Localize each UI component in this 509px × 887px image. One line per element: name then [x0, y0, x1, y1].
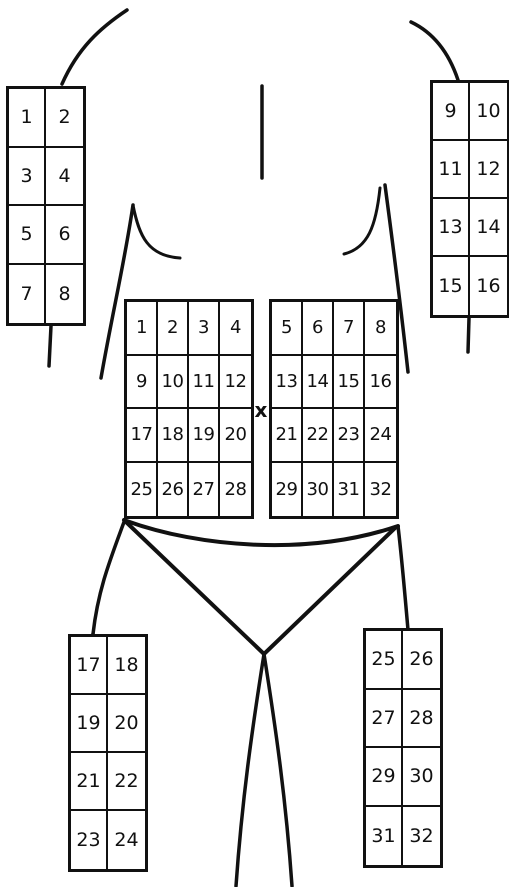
grid-cell[interactable]: 3: [9, 148, 46, 207]
grid-cell[interactable]: 13: [272, 356, 303, 410]
grid-cell[interactable]: 19: [189, 409, 220, 463]
grid-cell[interactable]: 17: [71, 637, 108, 695]
grid-cell[interactable]: 22: [303, 409, 334, 463]
grid-cell[interactable]: 26: [403, 631, 440, 690]
right-outer-leg-line: [398, 526, 408, 630]
grid-cell[interactable]: 8: [46, 265, 83, 324]
grid-cell[interactable]: 23: [71, 811, 108, 869]
grid-cell[interactable]: 18: [158, 409, 189, 463]
left-shoulder-arm-line: [62, 10, 127, 84]
grid-cell[interactable]: 6: [46, 206, 83, 265]
grid-cell[interactable]: 10: [158, 356, 189, 410]
grid-cell[interactable]: 11: [189, 356, 220, 410]
grid-cell[interactable]: 27: [366, 690, 403, 749]
thigh-left-grid: 17 18 19 20 21 22 23 24: [68, 634, 148, 872]
grid-cell[interactable]: 9: [127, 356, 158, 410]
left-chest-curve: [133, 205, 180, 258]
grid-cell[interactable]: 24: [365, 409, 396, 463]
grid-cell[interactable]: 32: [365, 463, 396, 517]
grid-cell[interactable]: 16: [470, 257, 507, 315]
grid-cell[interactable]: 30: [403, 748, 440, 807]
thigh-right-grid: 25 26 27 28 29 30 31 32: [363, 628, 443, 868]
grid-cell[interactable]: 25: [366, 631, 403, 690]
grid-cell[interactable]: 12: [220, 356, 251, 410]
grid-cell[interactable]: 10: [470, 83, 507, 141]
grid-cell[interactable]: 14: [303, 356, 334, 410]
right-inner-leg-line: [264, 654, 292, 886]
grid-cell[interactable]: 28: [220, 463, 251, 517]
grid-cell[interactable]: 23: [334, 409, 365, 463]
grid-cell[interactable]: 7: [9, 265, 46, 324]
grid-cell[interactable]: 15: [433, 257, 470, 315]
right-shoulder-arm-line: [411, 22, 458, 80]
grid-cell[interactable]: 9: [433, 83, 470, 141]
grid-cell[interactable]: 28: [403, 690, 440, 749]
grid-cell[interactable]: 3: [189, 302, 220, 356]
grid-cell[interactable]: 11: [433, 141, 470, 199]
grid-cell[interactable]: 13: [433, 199, 470, 257]
grid-cell[interactable]: 17: [127, 409, 158, 463]
upper-right-arm-grid: 9 10 11 12 13 14 15 16: [430, 80, 509, 318]
grid-cell[interactable]: 14: [470, 199, 507, 257]
grid-cell[interactable]: 18: [108, 637, 145, 695]
left-outer-leg-line: [93, 522, 124, 634]
grid-cell[interactable]: 5: [9, 206, 46, 265]
grid-cell[interactable]: 7: [334, 302, 365, 356]
waistband-line: [124, 520, 398, 545]
grid-cell[interactable]: 26: [158, 463, 189, 517]
grid-cell[interactable]: 31: [366, 807, 403, 866]
grid-cell[interactable]: 12: [470, 141, 507, 199]
grid-cell[interactable]: 31: [334, 463, 365, 517]
upper-left-arm-grid: 1 2 3 4 5 6 7 8: [6, 86, 86, 326]
navel-marker: x: [252, 398, 270, 422]
grid-cell[interactable]: 32: [403, 807, 440, 866]
grid-cell[interactable]: 8: [365, 302, 396, 356]
grid-cell[interactable]: 21: [272, 409, 303, 463]
grid-cell[interactable]: 4: [220, 302, 251, 356]
grid-cell[interactable]: 5: [272, 302, 303, 356]
grid-cell[interactable]: 30: [303, 463, 334, 517]
grid-cell[interactable]: 25: [127, 463, 158, 517]
left-arm-lower-line: [49, 326, 51, 366]
grid-cell[interactable]: 1: [9, 89, 46, 148]
abdomen-left-grid: 1 2 3 4 9 10 11 12 17 18 19 20 25 26 27 …: [124, 299, 254, 519]
right-arm-lower-line: [468, 318, 469, 352]
left-inner-leg-line: [236, 654, 264, 886]
grid-cell[interactable]: 4: [46, 148, 83, 207]
grid-cell[interactable]: 21: [71, 753, 108, 811]
grid-cell[interactable]: 6: [303, 302, 334, 356]
grid-cell[interactable]: 27: [189, 463, 220, 517]
abdomen-right-grid: 5 6 7 8 13 14 15 16 21 22 23 24 29 30 31…: [269, 299, 399, 519]
grid-cell[interactable]: 16: [365, 356, 396, 410]
grid-cell[interactable]: 1: [127, 302, 158, 356]
right-chest-curve: [344, 188, 380, 254]
grid-cell[interactable]: 22: [108, 753, 145, 811]
grid-cell[interactable]: 19: [71, 695, 108, 753]
grid-cell[interactable]: 29: [272, 463, 303, 517]
grid-cell[interactable]: 24: [108, 811, 145, 869]
grid-cell[interactable]: 2: [46, 89, 83, 148]
grid-cell[interactable]: 29: [366, 748, 403, 807]
grid-cell[interactable]: 20: [220, 409, 251, 463]
grid-cell[interactable]: 15: [334, 356, 365, 410]
grid-cell[interactable]: 2: [158, 302, 189, 356]
grid-cell[interactable]: 20: [108, 695, 145, 753]
